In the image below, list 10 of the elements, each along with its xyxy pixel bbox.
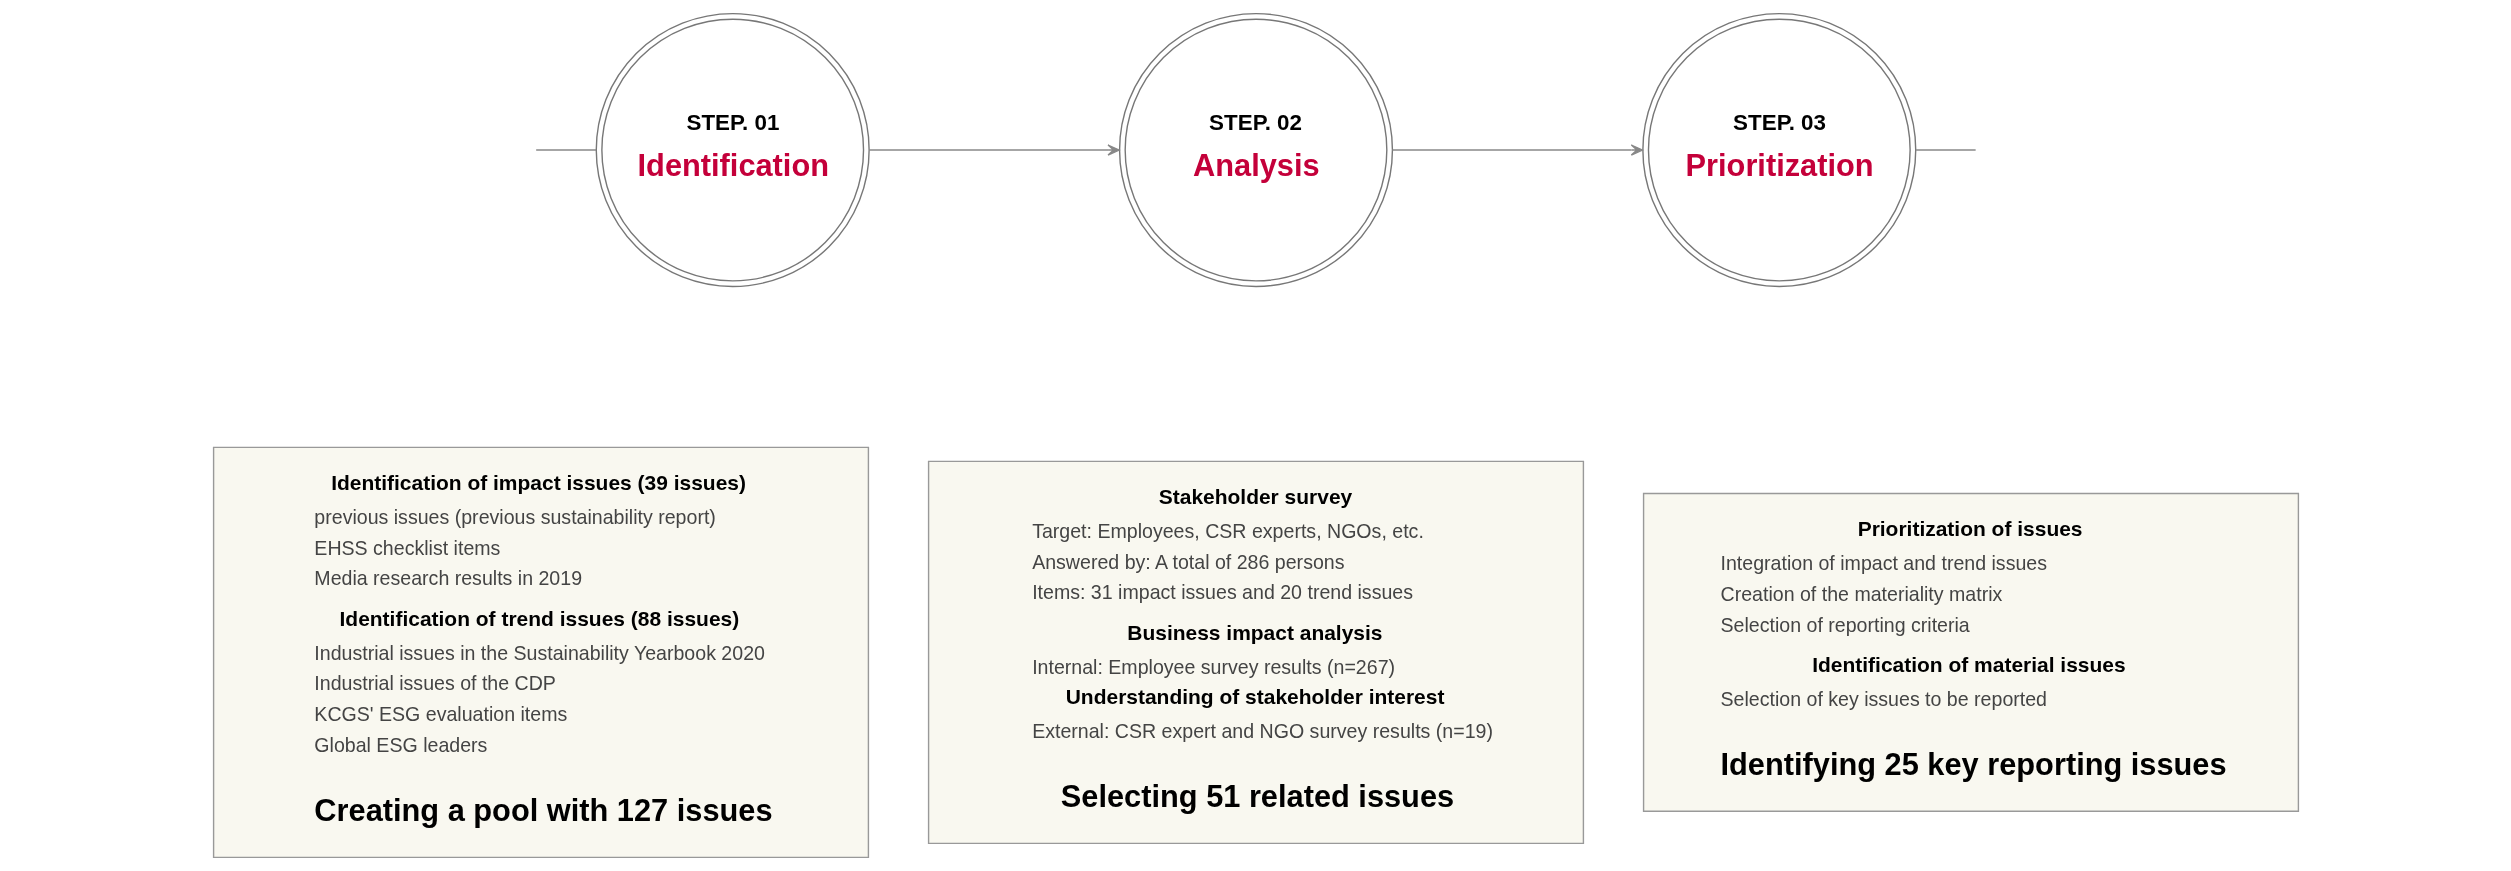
arrow bbox=[1391, 144, 1643, 156]
node-box: Prioritization of issues Integration of impact and trend issues Creation of the materiality matrix Selection of reporting criteria Identification of material issues Selection of key issues to be reported Identifying 25 key reporting issues bbox=[1642, 492, 2299, 812]
node-circle: STEP. 02 Analysis bbox=[1118, 12, 1393, 288]
node-box: Identification of impact issues (39 issues) previous issues (previous sustainability report) EHSS checklist items Media research results in 2019 Identification of trend issues (88 issues) Industrial issues in the Sustainability Yearbook 2020 Industrial issues of the CDP KCGS' ESG evaluation items Global ESG leaders Creating a pool with 127 issues bbox=[212, 446, 869, 859]
arrow bbox=[867, 144, 1120, 156]
connector bbox=[1914, 149, 1976, 151]
node-circle: STEP. 03 Prioritization bbox=[1641, 12, 1916, 288]
node-box: Stakeholder survey Target: Employees, CSR experts, NGOs, etc. Answered by: A total of 286 persons Items: 31 impact issues and 20 trend issues Business impact analysis Internal: Employee survey results (n=267) Understanding of stakeholder interest External: CSR expert and NGO survey results (n=19) Selecting 51 related issues bbox=[927, 460, 1584, 845]
node-circle: STEP. 01 Identification bbox=[595, 12, 870, 288]
connector bbox=[534, 149, 597, 151]
